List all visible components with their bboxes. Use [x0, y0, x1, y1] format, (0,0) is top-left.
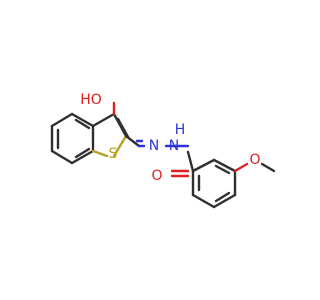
- bond-aryl-5: [191, 193, 216, 209]
- bond-aryl-2: [212, 158, 237, 173]
- bond-benzo-6: [50, 112, 74, 128]
- bond-benzo-5: [70, 112, 95, 128]
- bond-aryl-4: [212, 193, 237, 209]
- bond-chain-1: [124, 134, 141, 148]
- carbonyl-oxygen-label: O: [151, 168, 162, 184]
- bond-benzo-3: [70, 149, 95, 165]
- bond-aryl-1: [191, 158, 216, 173]
- bond-thio-1: [91, 112, 116, 128]
- bond-thio-double: [116, 117, 130, 139]
- imine-nitrogen-label: N: [149, 138, 159, 154]
- methoxy-oxygen-label: O: [249, 152, 260, 168]
- molecule-structure: HO S N N H O O: [50, 92, 276, 209]
- bond-benzo-inner-2: [74, 147, 91, 159]
- bond-benzo-2: [50, 149, 74, 165]
- bond-thio-3: [112, 134, 128, 158]
- hydroxyl-label: HO: [80, 92, 102, 108]
- sulfur-label: S: [109, 146, 118, 162]
- amide-hydrogen-label: H: [175, 122, 186, 138]
- bond-chain-5: [186, 150, 195, 173]
- amide-nitrogen-label: N: [169, 138, 179, 154]
- bond-aryl-inner-2: [214, 191, 231, 203]
- bond-aryl-inner-1: [214, 164, 231, 175]
- bond-benzo-inner-3: [74, 118, 91, 130]
- bond-methoxy-2: [260, 162, 276, 173]
- bond-methoxy-1: [233, 162, 249, 173]
- molecule-canvas: HO S N N H O O: [50, 92, 276, 209]
- bond-thio-4: [91, 149, 109, 158]
